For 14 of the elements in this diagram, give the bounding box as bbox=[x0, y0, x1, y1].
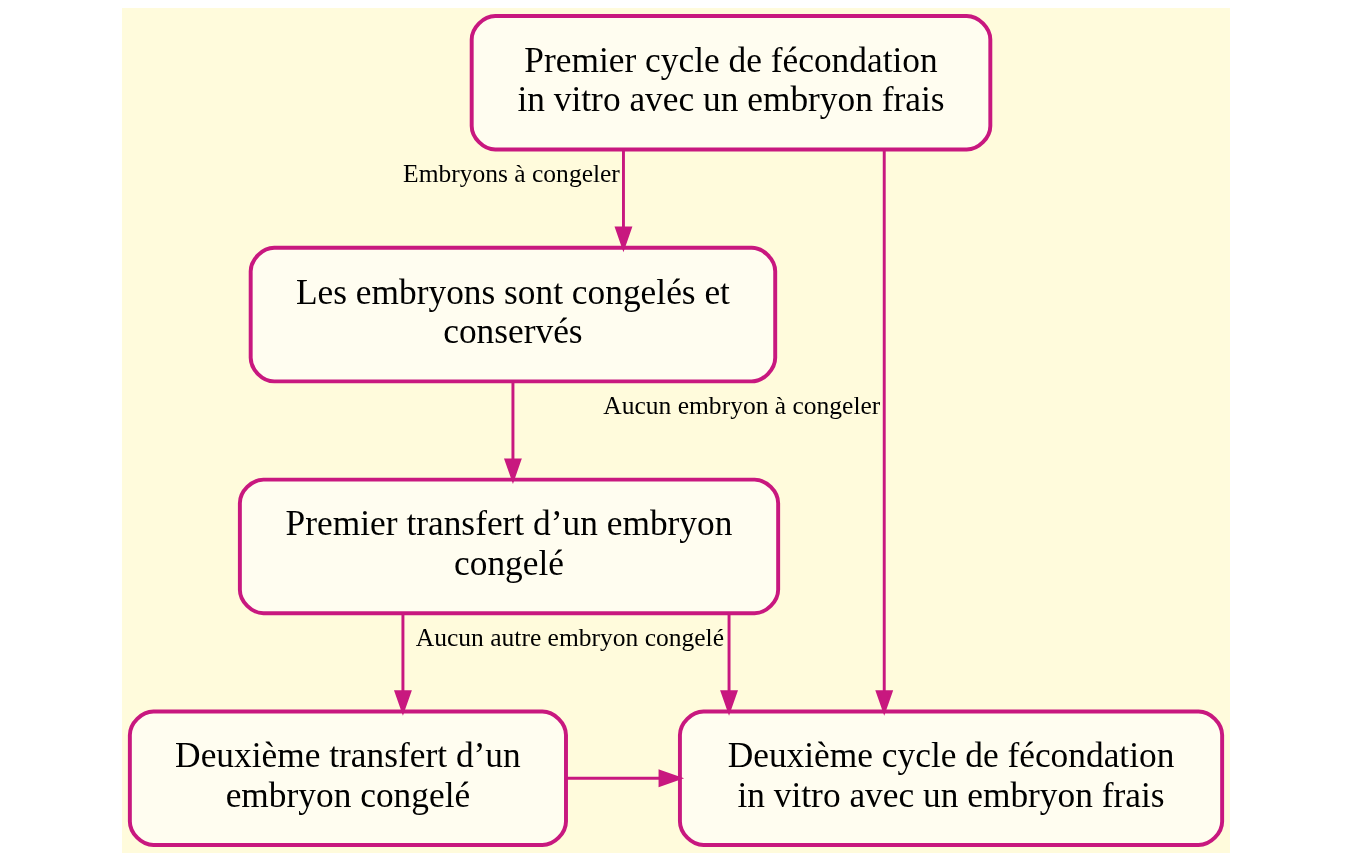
arrow bbox=[874, 150, 893, 716]
arrow bbox=[614, 149, 632, 253]
node-box: Premier cycle de fécondation in vitro avec un embryon frais bbox=[469, 14, 992, 152]
node-box: Premier transfert d’un embryon congelé bbox=[237, 477, 780, 616]
edge-label: Aucun embryon à congeler bbox=[602, 390, 880, 420]
arrow bbox=[566, 769, 684, 788]
edge-label: Aucun autre embryon congelé bbox=[415, 622, 724, 652]
arrow bbox=[719, 613, 738, 716]
arrow bbox=[503, 381, 522, 484]
node-box: Les embryons sont congelés et conservés bbox=[248, 245, 777, 384]
node-box: Deuxième cycle de fécondation in vitro avec un embryon frais bbox=[677, 709, 1224, 847]
arrow bbox=[393, 613, 412, 716]
edge-label: Embryons à congeler bbox=[402, 158, 620, 188]
node-box: Deuxième transfert d’un embryon congelé bbox=[127, 709, 568, 847]
